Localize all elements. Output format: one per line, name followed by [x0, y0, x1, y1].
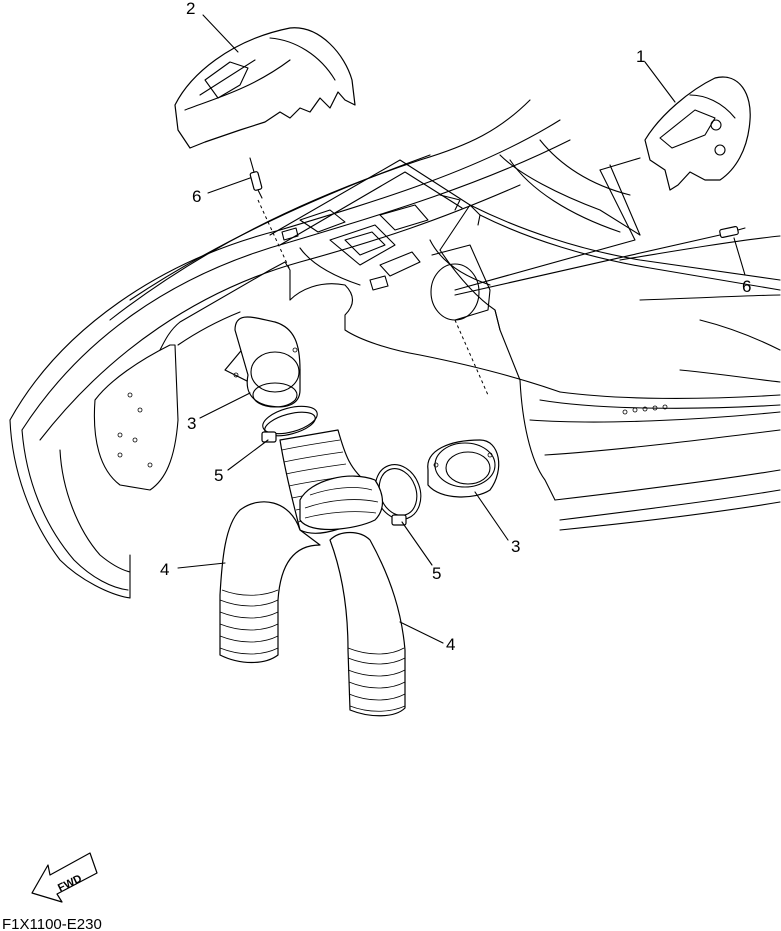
part-6-rivet-right	[719, 225, 746, 239]
callout-5-left: 5	[214, 466, 223, 485]
diagram-code: F1X1100-E230	[2, 916, 102, 931]
callout-2: 2	[186, 0, 195, 18]
callout-6-left: 6	[192, 187, 201, 206]
callout-3-left: 3	[187, 414, 196, 433]
callout-4-right: 4	[446, 635, 455, 654]
hull-deck	[9, 99, 781, 599]
part-4-hose-right	[329, 531, 406, 717]
part-6-rivet-left	[249, 157, 263, 199]
fwd-arrow-icon: FWD	[31, 852, 98, 903]
part-3-duct-left	[224, 316, 301, 408]
part-1-cover	[644, 76, 751, 191]
callout-5-right: 5	[432, 564, 441, 583]
part-2-cover	[174, 27, 356, 149]
callout-3-right: 3	[511, 537, 520, 556]
part-3-duct-right	[427, 439, 500, 498]
callout-1: 1	[636, 47, 645, 66]
part-5-clamp-left	[261, 405, 318, 443]
callout-6-right: 6	[742, 277, 751, 296]
callout-4-left: 4	[160, 560, 169, 579]
callout-leaders	[177, 14, 746, 644]
part-4-hose-joint	[299, 475, 384, 530]
part-4-hose-left	[219, 501, 321, 664]
callout-numbers: 2 1 6 6 3 3 5 5 4 4	[160, 0, 751, 654]
deck-holes	[117, 392, 668, 468]
